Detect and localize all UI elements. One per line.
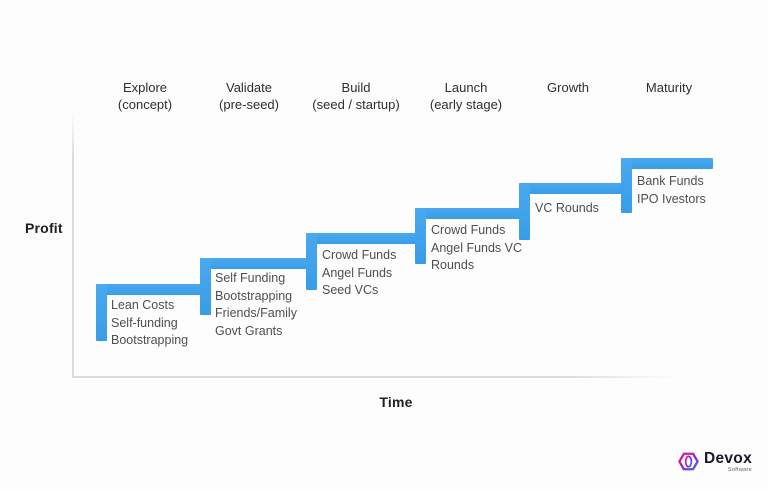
fund-item: Self-funding: [111, 315, 178, 330]
stage-subtitle: (pre-seed): [219, 97, 279, 112]
stage-header-explore: Explore (concept): [118, 79, 172, 113]
fund-item: Bootstrapping: [215, 288, 293, 303]
logo-brand-text: Devox: [703, 449, 752, 467]
logo-subtitle-text: Software: [727, 466, 752, 473]
step-bar-vertical: [306, 233, 317, 290]
fund-item: VC Rounds: [535, 201, 599, 215]
fund-item: Govt Grants: [215, 323, 283, 338]
step-funds-validate: Self Funding Bootstrapping Friends/Famil…: [215, 270, 297, 340]
step-bar-vertical: [621, 158, 632, 213]
fund-item: Angel Funds VC: [431, 240, 523, 255]
stage-title: Launch: [444, 80, 488, 95]
fund-item: Lean Costs: [111, 298, 175, 312]
step-funds-maturity: Bank Funds IPO Ivestors: [637, 173, 706, 208]
fund-item: Bootstrapping: [111, 333, 189, 348]
devox-logo: Devox Software: [677, 450, 752, 473]
step-bar-vertical: [96, 284, 107, 341]
step-bar-vertical: [519, 183, 530, 240]
step-funds-launch: Crowd Funds Angel Funds VC Rounds: [431, 222, 522, 275]
stage-header-build: Build (seed / startup): [312, 79, 399, 113]
step-bar-horizontal: [621, 158, 713, 169]
stage-title: Growth: [547, 80, 589, 95]
stage-title: Validate: [225, 80, 272, 95]
stage-header-validate: Validate (pre-seed): [219, 79, 279, 113]
fund-item: Angel Funds: [322, 265, 393, 280]
fund-item: Seed VCs: [322, 283, 379, 298]
devox-hexagon-icon: [678, 452, 699, 471]
step-bar-horizontal: [519, 183, 632, 194]
step-funds-growth: VC Rounds: [535, 200, 599, 218]
y-axis-label: Profit: [25, 220, 63, 236]
stage-title: Build: [341, 80, 371, 95]
step-bar-vertical: [415, 208, 426, 264]
stage-title: Maturity: [645, 80, 693, 95]
step-bar-horizontal: [415, 208, 530, 219]
stage-header-maturity: Maturity: [646, 79, 692, 96]
fund-item: Self Funding: [215, 271, 286, 285]
stage-header-growth: Growth: [547, 79, 589, 96]
fund-item: Friends/Family: [215, 306, 297, 321]
fund-item: Rounds: [431, 258, 475, 273]
stage-header-launch: Launch (early stage): [430, 79, 502, 113]
y-axis-line: [72, 112, 74, 377]
step-funds-explore: Lean Costs Self-funding Bootstrapping: [111, 297, 188, 350]
stage-subtitle: (concept): [117, 97, 173, 112]
step-bar-horizontal: [200, 258, 317, 269]
fund-item: Bank Funds: [637, 174, 704, 188]
step-bar-horizontal: [96, 284, 211, 295]
stage-subtitle: (seed / startup): [312, 97, 400, 112]
x-axis-label: Time: [379, 394, 413, 410]
step-bar-vertical: [200, 258, 211, 315]
step-funds-build: Crowd Funds Angel Funds Seed VCs: [322, 247, 396, 300]
stage-title: Explore: [122, 80, 168, 95]
fund-item: Crowd Funds: [431, 223, 506, 237]
step-bar-horizontal: [306, 233, 426, 244]
fund-item: Crowd Funds: [322, 248, 397, 262]
stage-subtitle: (early stage): [429, 97, 503, 112]
fund-item: IPO Ivestors: [637, 191, 706, 206]
x-axis-line: [72, 376, 678, 378]
